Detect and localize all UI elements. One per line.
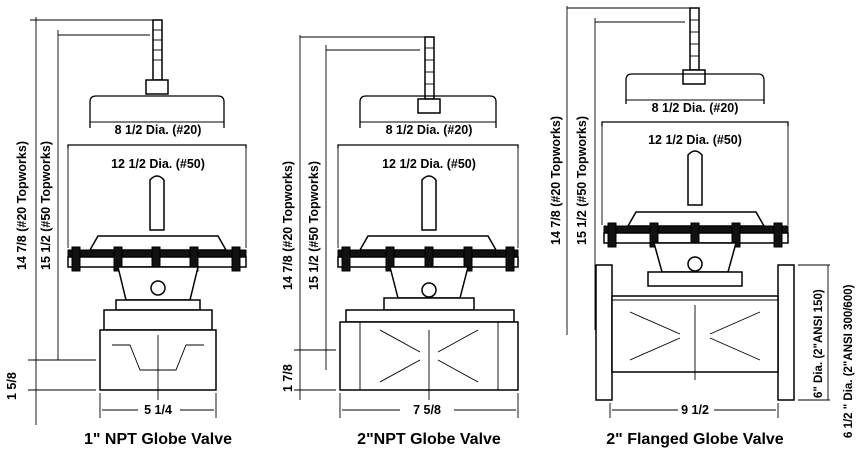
dome-50 xyxy=(67,144,247,148)
valve-2-bottom-dim-label: 7 5/8 xyxy=(413,403,441,417)
stem xyxy=(424,36,435,100)
valve-3-bottom-dim-label: 9 1/2 xyxy=(681,403,709,417)
valve-3-dia-50-label: 12 1/2 Dia. (#50) xyxy=(648,133,742,147)
dome-20 xyxy=(359,95,497,128)
dome-50 xyxy=(337,144,519,148)
valve-3-flange-dia-300-label: 6 1/2 " Dia. (2"ANSI 300/600) xyxy=(843,284,855,438)
valve-3-height-20-label: 14 7/8 (#20 Topworks) xyxy=(549,116,563,245)
valve-3-dia-20-label: 8 1/2 Dia. (#20) xyxy=(652,101,739,115)
valve-2-dia-20-label: 8 1/2 Dia. (#20) xyxy=(386,123,473,137)
valve-1-height-50-label: 15 1/2 (#50 Topworks) xyxy=(39,141,53,270)
valve-3-caption: 2" Flanged Globe Valve xyxy=(606,431,784,448)
valve-3-height-50-label: 15 1/2 (#50 Topworks) xyxy=(575,116,589,245)
valve-1-dia-20-label: 8 1/2 Dia. (#20) xyxy=(115,123,202,137)
valve-2-drawing xyxy=(294,35,519,418)
right-flange xyxy=(777,264,795,401)
dome-50 xyxy=(601,121,789,126)
valve-1-dia-50-label: 12 1/2 Dia. (#50) xyxy=(111,157,205,171)
left-flange xyxy=(595,264,613,401)
valve-1-drawing xyxy=(28,17,247,425)
valve-3-drawing xyxy=(566,6,830,418)
dome-20 xyxy=(625,73,765,104)
valve-2-height-20-label: 14 7/8 (#20 Topworks) xyxy=(281,161,295,290)
valve-2-height-50-label: 15 1/2 (#50 Topworks) xyxy=(307,161,321,290)
bonnet xyxy=(103,309,213,331)
valve-1-height-20-label: 14 7/8 (#20 Topworks) xyxy=(15,141,29,270)
valve-1-bottom-dim-label: 5 1/4 xyxy=(144,403,172,417)
valve-1-caption: 1" NPT Globe Valve xyxy=(84,431,232,448)
valve-2-dia-50-label: 12 1/2 Dia. (#50) xyxy=(382,157,476,171)
valve-3-flange-dia-150-label: 6" Dia. (2"ANSI 150) xyxy=(813,289,825,398)
valve-2-caption: 2"NPT Globe Valve xyxy=(357,431,501,448)
valve-2-side-dim-label: 1 7/8 xyxy=(281,364,295,392)
dome-20 xyxy=(89,95,225,128)
stem xyxy=(689,7,700,71)
bonnet xyxy=(345,309,515,323)
valve-1-side-dim-label: 1 5/8 xyxy=(5,372,19,400)
